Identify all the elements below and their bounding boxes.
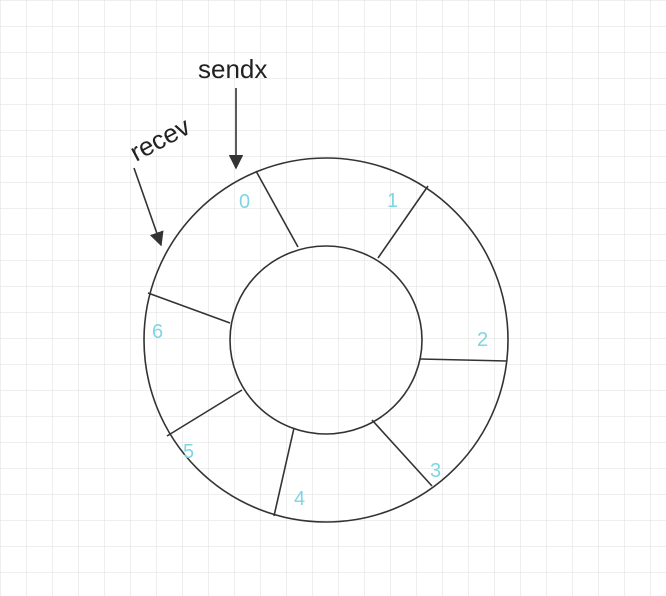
slot-label-1: 1 [387,190,398,212]
divider-6-0 [147,292,231,324]
slot-label-5: 5 [183,441,194,463]
slot-label-4: 4 [294,488,305,510]
slot-label-0: 0 [239,191,250,213]
sendx-label: sendx [198,54,267,84]
outer-ring [143,157,509,523]
slot-label-3: 3 [430,460,441,482]
slot-label-6: 6 [152,321,163,343]
divider-0-1 [255,170,299,248]
divider-5-6 [166,389,243,437]
ring-buffer: 0 1 2 3 4 5 6 [143,157,509,523]
divider-4-5 [273,427,295,517]
divider-1-2 [377,185,429,259]
slot-label-2: 2 [477,329,488,351]
sendx-pointer: sendx [198,54,267,170]
divider-3-4 [371,419,433,487]
recev-arrow [133,167,164,247]
inner-ring [229,245,423,435]
divider-2-3 [419,358,508,362]
